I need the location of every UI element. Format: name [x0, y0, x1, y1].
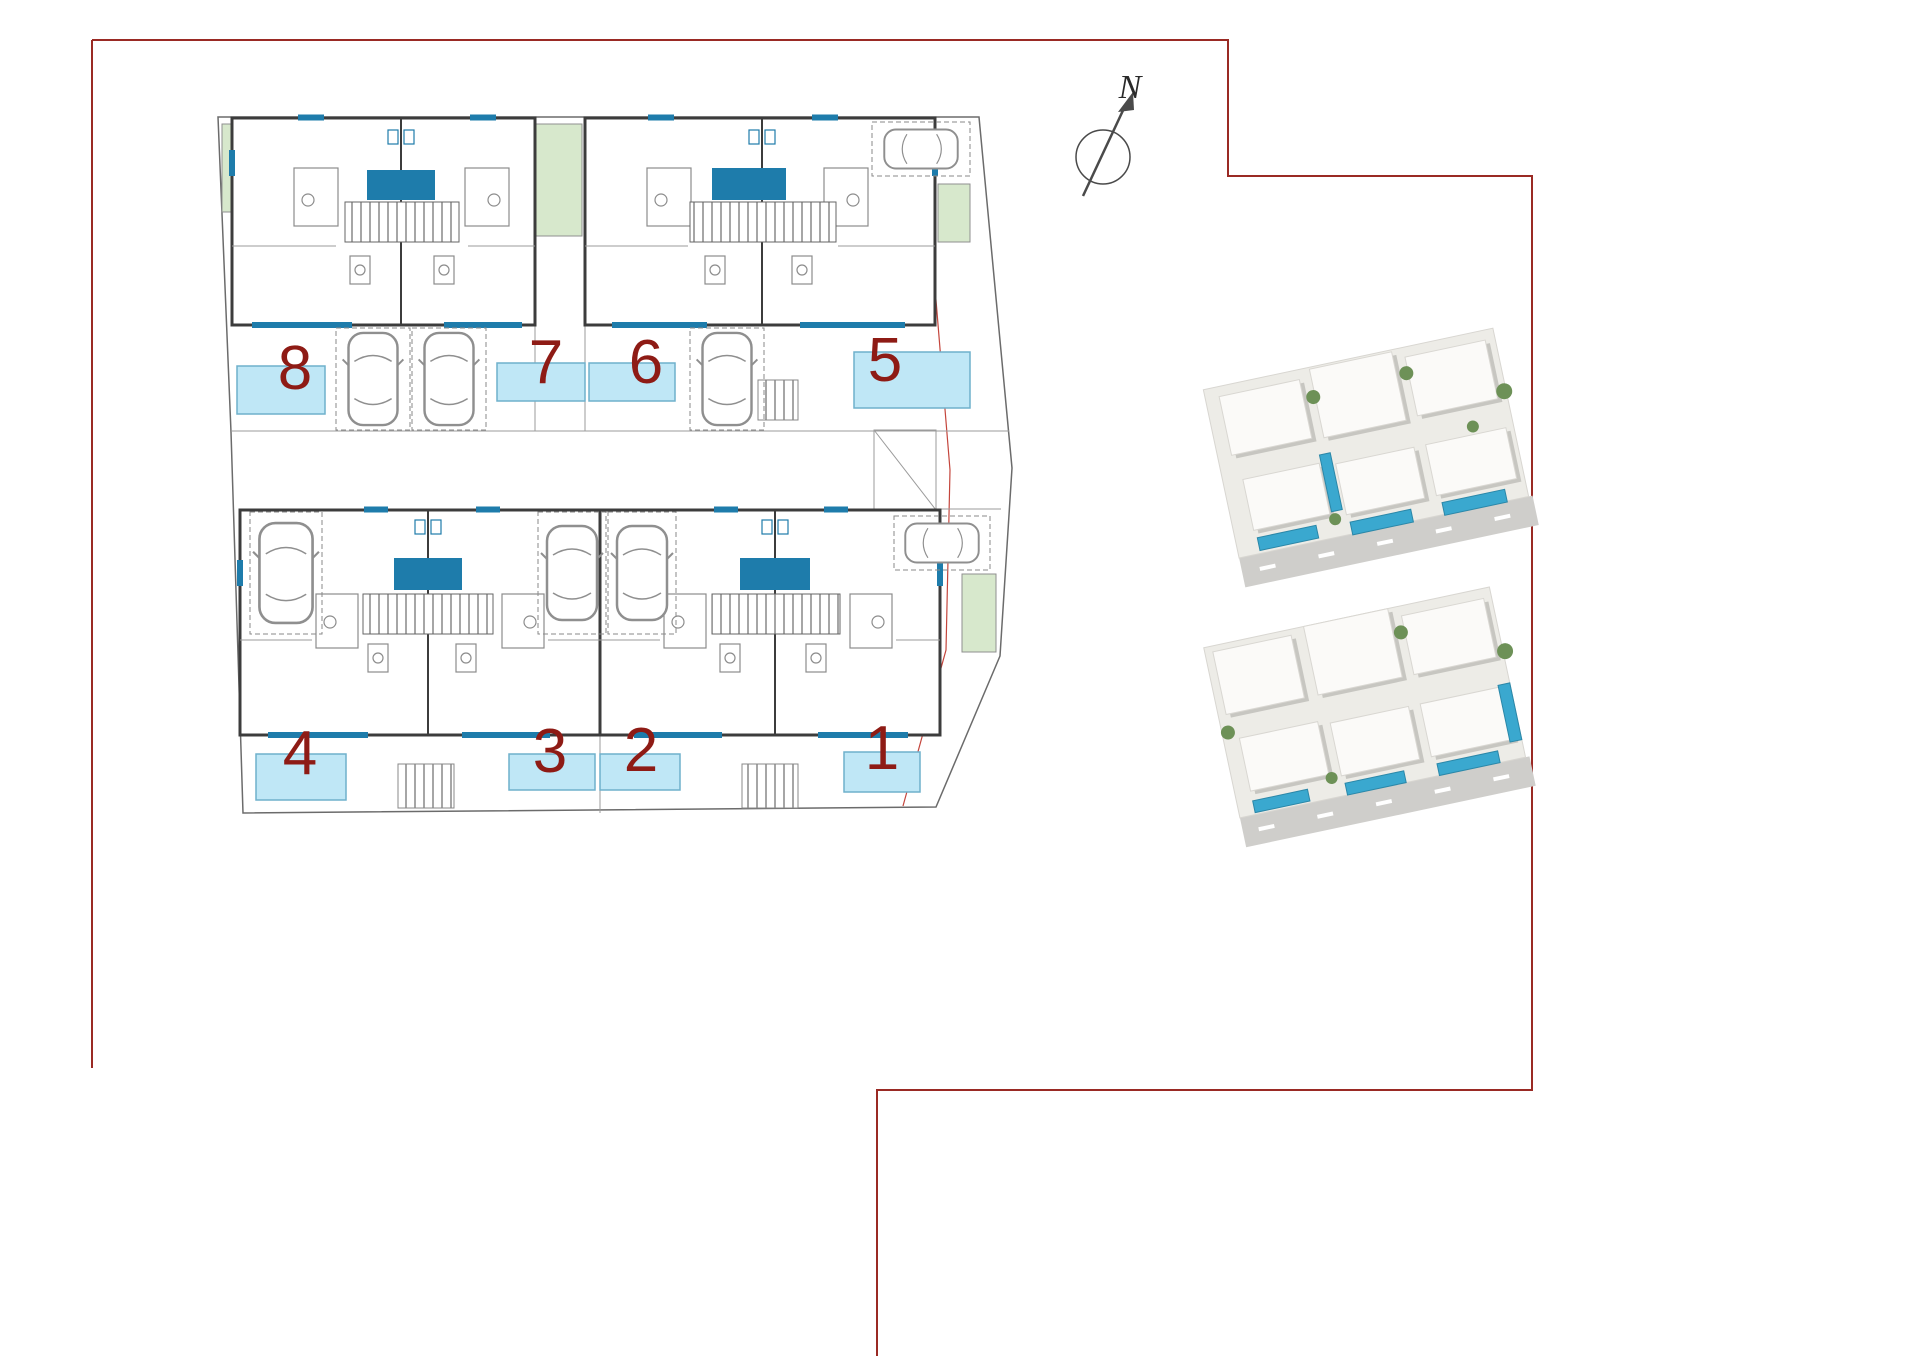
stairwell-void — [740, 558, 810, 590]
stairs — [344, 201, 460, 243]
stairs — [362, 593, 494, 635]
stairwell-void — [712, 168, 786, 200]
plot-number-1: 1 — [864, 714, 900, 783]
plot-number-7: 7 — [528, 328, 564, 397]
plot-number-3: 3 — [532, 717, 568, 786]
plot-number-6: 6 — [628, 328, 664, 397]
stairs — [344, 201, 841, 809]
pool-4 — [255, 753, 347, 801]
plot-number-4: 4 — [282, 719, 318, 788]
parking-bays — [249, 121, 991, 635]
stairwell-void — [367, 170, 435, 200]
pool-2 — [599, 753, 681, 791]
outdoor-steps — [741, 763, 799, 809]
car-icon — [341, 331, 405, 427]
car-icon — [252, 521, 320, 625]
plot-number-2: 2 — [623, 716, 659, 785]
stairs — [689, 201, 837, 243]
car-icon — [417, 331, 481, 427]
pool-5 — [853, 351, 971, 409]
pool-6 — [588, 362, 676, 402]
page-boundary — [91, 39, 1533, 1356]
car-icon — [695, 331, 759, 427]
plot-number-8: 8 — [277, 334, 313, 403]
north-arrow-icon — [1075, 92, 1134, 197]
car-icon — [540, 524, 604, 622]
pool-8 — [236, 365, 326, 415]
outdoor-steps — [397, 763, 455, 809]
villa-render-bottom — [1203, 586, 1536, 848]
stairwell-void — [394, 558, 462, 590]
north-label: N — [1118, 69, 1142, 106]
stairs — [711, 593, 841, 635]
grass-area — [961, 573, 997, 653]
pools — [236, 351, 971, 801]
stairwell-voids — [367, 168, 810, 590]
plot-number-5: 5 — [867, 326, 903, 395]
boundary-line — [92, 39, 1533, 1356]
windows — [229, 114, 943, 738]
pool-7 — [496, 362, 586, 402]
villa-render-top — [1202, 327, 1539, 588]
grass-area — [533, 123, 583, 237]
car-icon — [904, 522, 980, 564]
car-icon — [610, 524, 674, 622]
car-icon — [883, 128, 959, 170]
grass-area — [937, 183, 971, 243]
building-top-left — [230, 116, 537, 327]
pool-3 — [508, 753, 596, 791]
outdoor-steps — [757, 379, 799, 421]
pool-1 — [843, 751, 921, 793]
interior-fixtures — [232, 129, 940, 673]
